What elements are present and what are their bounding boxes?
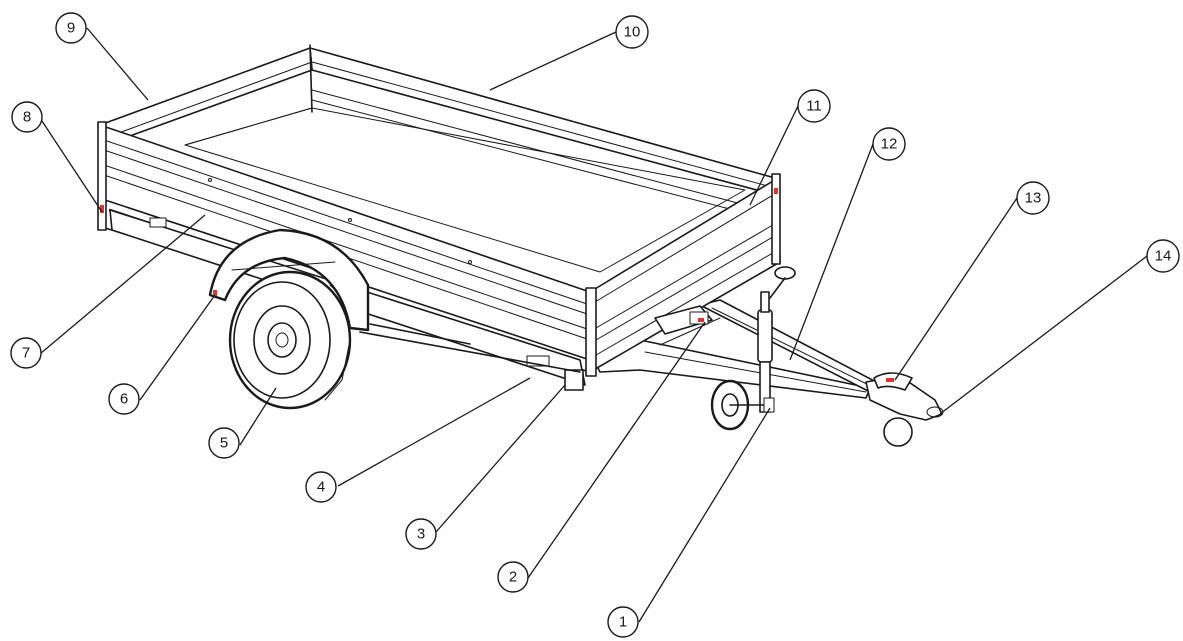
callout-3: 3	[405, 518, 437, 550]
callout-label-13: 13	[1025, 190, 1042, 207]
callout-label-5: 5	[220, 435, 228, 452]
callout-label-7: 7	[22, 345, 30, 362]
callout-5: 5	[208, 427, 240, 459]
callout-10: 10	[615, 15, 649, 49]
callout-11: 11	[797, 89, 831, 123]
coupling-head	[865, 372, 944, 447]
callout-label-11: 11	[806, 98, 822, 115]
chassis	[359, 305, 713, 373]
callout-13: 13	[1016, 181, 1050, 215]
callout-9: 9	[55, 12, 87, 44]
callout-label-6: 6	[120, 391, 128, 408]
callout-8: 8	[11, 101, 43, 133]
callout-label-1: 1	[619, 614, 627, 631]
callout-6: 6	[108, 383, 140, 415]
wheel	[228, 270, 352, 410]
callout-label-10: 10	[624, 24, 641, 41]
mudguard	[208, 228, 370, 332]
callout-label-2: 2	[509, 569, 517, 586]
callout-4: 4	[305, 471, 337, 503]
callout-label-12: 12	[881, 136, 898, 153]
jockey-wheel	[710, 266, 796, 431]
callout-14: 14	[1146, 239, 1180, 273]
callout-12: 12	[872, 127, 906, 161]
callout-label-8: 8	[23, 109, 31, 126]
callout-label-3: 3	[417, 526, 425, 543]
callout-label-14: 14	[1155, 248, 1172, 265]
callout-7: 7	[10, 337, 42, 369]
callout-1: 1	[607, 606, 639, 638]
callout-label-4: 4	[317, 479, 325, 496]
callout-leaders	[39, 27, 1148, 623]
callout-label-9: 9	[67, 20, 75, 37]
callout-2: 2	[497, 561, 529, 593]
